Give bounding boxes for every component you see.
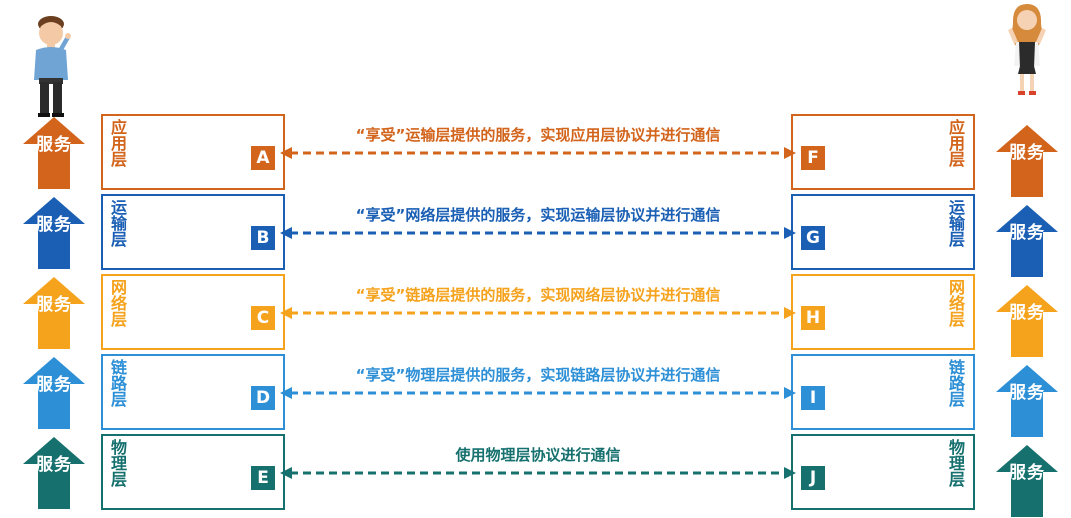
service-label: 服务: [995, 222, 1059, 245]
right-service-arrow-link: 服务: [995, 364, 1059, 438]
arrowhead-left: [280, 307, 292, 319]
right-service-arrow-transport: 服务: [995, 204, 1059, 278]
arrowhead-left: [280, 227, 292, 239]
peer-message-network: “享受”链路层提供的服务，实现网络层协议并进行通信: [290, 284, 786, 305]
woman-icon: [1004, 2, 1050, 102]
entity-letter-D: D: [251, 386, 275, 410]
entity-letter-B: B: [251, 226, 275, 250]
layer-name: 物理层: [947, 439, 967, 487]
left-layer-app: 应用层 A: [101, 114, 285, 190]
peer-message-app: “享受”运输层提供的服务，实现应用层协议并进行通信: [290, 124, 786, 145]
service-label: 服务: [22, 374, 86, 397]
service-label: 服务: [995, 462, 1059, 485]
right-layer-physical: 物理层 J: [791, 434, 975, 510]
arrowhead-left: [280, 387, 292, 399]
arrowhead-right: [784, 147, 796, 159]
service-label: 服务: [22, 214, 86, 237]
left-service-arrow-transport: 服务: [22, 196, 86, 270]
service-label: 服务: [995, 382, 1059, 405]
peer-message-transport: “享受”网络层提供的服务，实现运输层协议并进行通信: [290, 204, 786, 225]
right-service-arrow-app: 服务: [995, 124, 1059, 198]
dashed-double-arrow: [280, 225, 796, 241]
right-layer-app: 应用层 F: [791, 114, 975, 190]
layer-name: 链路层: [109, 359, 129, 407]
dashed-double-arrow: [280, 305, 796, 321]
entity-letter-F: F: [801, 146, 825, 170]
service-label: 服务: [22, 294, 86, 317]
left-service-arrow-physical: 服务: [22, 436, 86, 510]
entity-letter-H: H: [801, 306, 825, 330]
layer-name: 应用层: [947, 119, 967, 167]
right-layer-network: 网络层 H: [791, 274, 975, 350]
layer-name: 网络层: [109, 279, 129, 327]
entity-letter-J: J: [801, 466, 825, 490]
right-service-arrow-physical: 服务: [995, 444, 1059, 518]
arrowhead-right: [784, 307, 796, 319]
service-label: 服务: [995, 302, 1059, 325]
layer-name: 运输层: [109, 199, 129, 247]
peer-message-link: “享受”物理层提供的服务，实现链路层协议并进行通信: [290, 364, 786, 385]
entity-letter-E: E: [251, 466, 275, 490]
layer-name: 网络层: [947, 279, 967, 327]
layer-name: 链路层: [947, 359, 967, 407]
entity-letter-G: G: [801, 226, 825, 250]
left-layer-physical: 物理层 E: [101, 434, 285, 510]
left-layer-transport: 运输层 B: [101, 194, 285, 270]
arrowhead-right: [784, 387, 796, 399]
right-service-arrow-network: 服务: [995, 284, 1059, 358]
entity-letter-A: A: [251, 146, 275, 170]
left-service-arrow-network: 服务: [22, 276, 86, 350]
layer-name: 物理层: [109, 439, 129, 487]
right-layer-link: 链路层 I: [791, 354, 975, 430]
arrowhead-left: [280, 147, 292, 159]
dashed-double-arrow: [280, 465, 796, 481]
arrowhead-right: [784, 227, 796, 239]
arrowhead-right: [784, 467, 796, 479]
left-layer-network: 网络层 C: [101, 274, 285, 350]
left-service-arrow-link: 服务: [22, 356, 86, 430]
left-service-arrow-app: 服务: [22, 116, 86, 190]
service-label: 服务: [22, 454, 86, 477]
service-label: 服务: [995, 142, 1059, 165]
entity-letter-C: C: [251, 306, 275, 330]
arrowhead-left: [280, 467, 292, 479]
dashed-double-arrow: [280, 145, 796, 161]
left-layer-link: 链路层 D: [101, 354, 285, 430]
layer-name: 应用层: [109, 119, 129, 167]
entity-letter-I: I: [801, 386, 825, 410]
peer-message-physical: 使用物理层协议进行通信: [290, 444, 786, 465]
man-icon: [26, 10, 76, 124]
layer-name: 运输层: [947, 199, 967, 247]
right-layer-transport: 运输层 G: [791, 194, 975, 270]
service-label: 服务: [22, 134, 86, 157]
dashed-double-arrow: [280, 385, 796, 401]
